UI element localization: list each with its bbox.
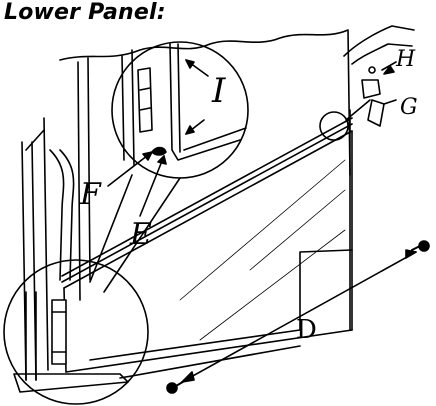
label-D: D	[296, 315, 317, 345]
leader-line	[103, 177, 181, 293]
screw-icon	[166, 379, 187, 394]
arrow-E	[139, 155, 165, 217]
diagram-title: Lower Panel:	[4, 0, 166, 25]
label-G: G	[400, 95, 418, 120]
label-F: F	[79, 177, 102, 212]
detail-circle-top	[111, 41, 249, 179]
plinth	[89, 249, 353, 379]
arrow-F	[107, 151, 153, 187]
detail-circle-small	[319, 111, 349, 141]
leader-line	[89, 174, 133, 283]
panel-left-edge	[87, 57, 91, 281]
cabinet-panel	[59, 29, 351, 176]
label-E: E	[129, 217, 152, 252]
dimension-D	[181, 249, 417, 383]
lower-panel-board	[61, 117, 353, 373]
screw-icon	[411, 240, 430, 252]
detail-circle-bottom-left	[3, 149, 149, 405]
label-I: I	[211, 71, 226, 111]
bracket-detail-top-right	[343, 25, 415, 127]
label-H: H	[395, 47, 416, 72]
